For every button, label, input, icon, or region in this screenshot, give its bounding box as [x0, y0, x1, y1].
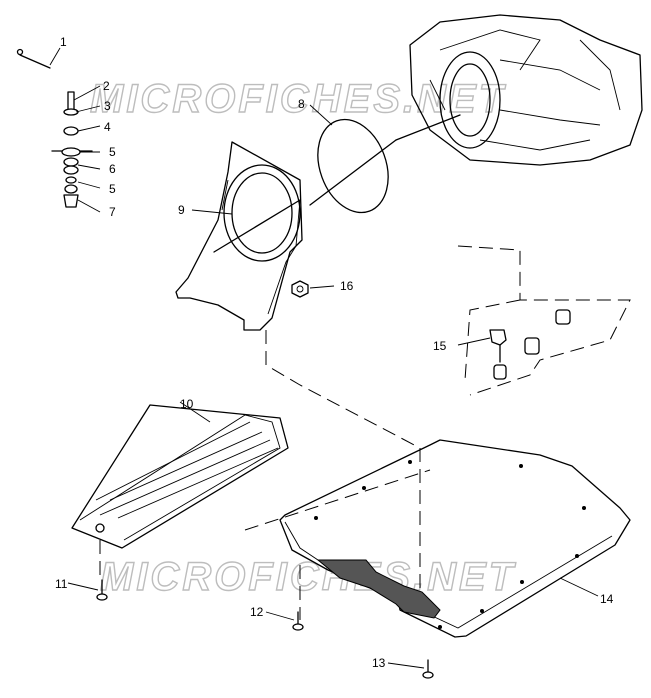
- part-13-screw: [422, 659, 434, 679]
- callout-12: 12: [250, 605, 264, 619]
- callout-5b: 5: [109, 182, 116, 196]
- callout-9: 9: [178, 203, 185, 217]
- part-14-pan: [279, 439, 631, 638]
- part-8-gasket: [309, 118, 397, 214]
- callout-10: 10: [180, 397, 194, 411]
- callout-3: 3: [104, 99, 111, 113]
- part-10-tray: [71, 404, 289, 549]
- part-11-screw: [96, 579, 108, 601]
- watermark-top: MICROFICHES.NET: [90, 77, 507, 121]
- callout-6: 6: [109, 162, 116, 176]
- callout-8: 8: [298, 97, 305, 111]
- part-15-fitting: [489, 329, 507, 363]
- callout-15: 15: [433, 339, 447, 353]
- callout-5a: 5: [109, 145, 116, 159]
- hull-outline: [457, 245, 631, 396]
- callout-11: 11: [55, 577, 68, 591]
- callout-16: 16: [340, 279, 354, 293]
- part-12-screw: [292, 611, 304, 631]
- part-9-housing: [175, 141, 303, 331]
- callout-2: 2: [103, 79, 110, 93]
- callout-7: 7: [109, 205, 116, 219]
- callout-1: 1: [60, 35, 67, 49]
- part-16-nut: [291, 280, 309, 298]
- engine: [395, 14, 643, 166]
- callout-13: 13: [372, 656, 386, 670]
- watermark-bottom: MICROFICHES.NET: [100, 555, 517, 599]
- stack-leaders: [73, 85, 101, 213]
- part-1-pin: [16, 48, 51, 69]
- alignment-lines: [99, 330, 431, 620]
- callout-14: 14: [600, 592, 614, 606]
- callout-4: 4: [104, 120, 111, 134]
